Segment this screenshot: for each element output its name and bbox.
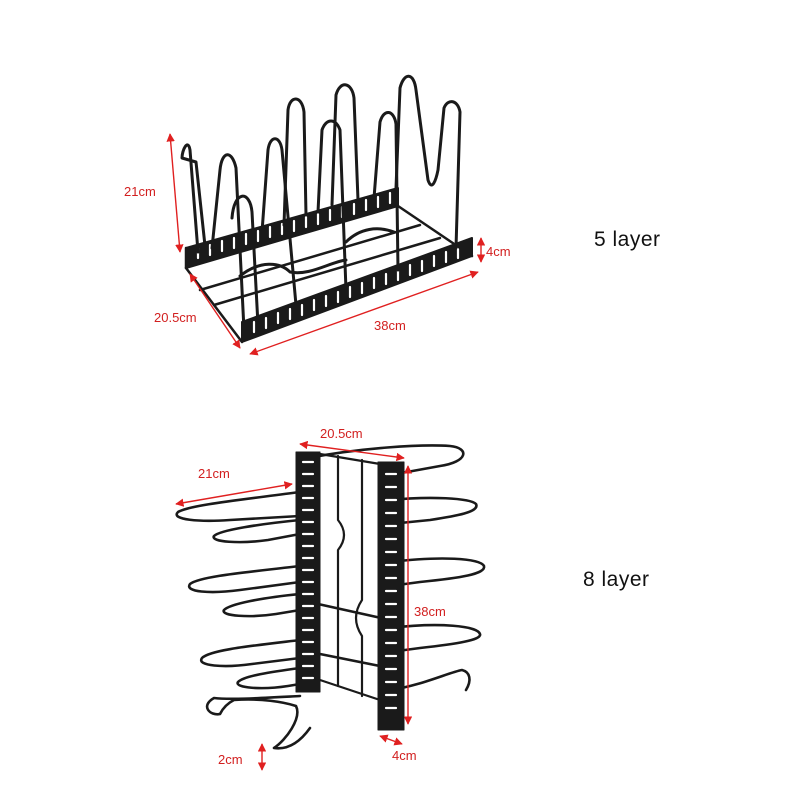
depth-dimension-line [189,273,241,349]
rail-height-label: 4cm [486,244,511,259]
divider-wires [180,74,462,332]
five-layer-caption: 5 layer [594,228,661,251]
frame-width-dimension-line [379,734,403,746]
width-dimension-line [299,440,405,462]
right-post [377,461,405,731]
eight-layer-rack [175,444,486,750]
length-label: 38cm [374,318,406,333]
depth-label: 20.5cm [154,310,197,325]
length-dimension-line [249,270,479,356]
front-rail [241,237,473,343]
foot-height-label: 2cm [218,752,243,767]
eight-layer-dimensions [175,440,413,771]
height-label-8: 38cm [414,604,446,619]
eight-layer-caption: 8 layer [583,568,650,591]
left-post [295,451,321,693]
arm-length-dimension-line [175,481,293,507]
shelf-wires [175,444,486,750]
five-layer-dimensions [166,133,486,356]
frame-width-label: 4cm [392,748,417,763]
arm-length-label: 21cm [198,466,230,481]
height-dimension-line [166,133,184,253]
five-layer-rack [180,74,474,344]
height-label: 21cm [124,184,156,199]
width-label: 20.5cm [320,426,363,441]
